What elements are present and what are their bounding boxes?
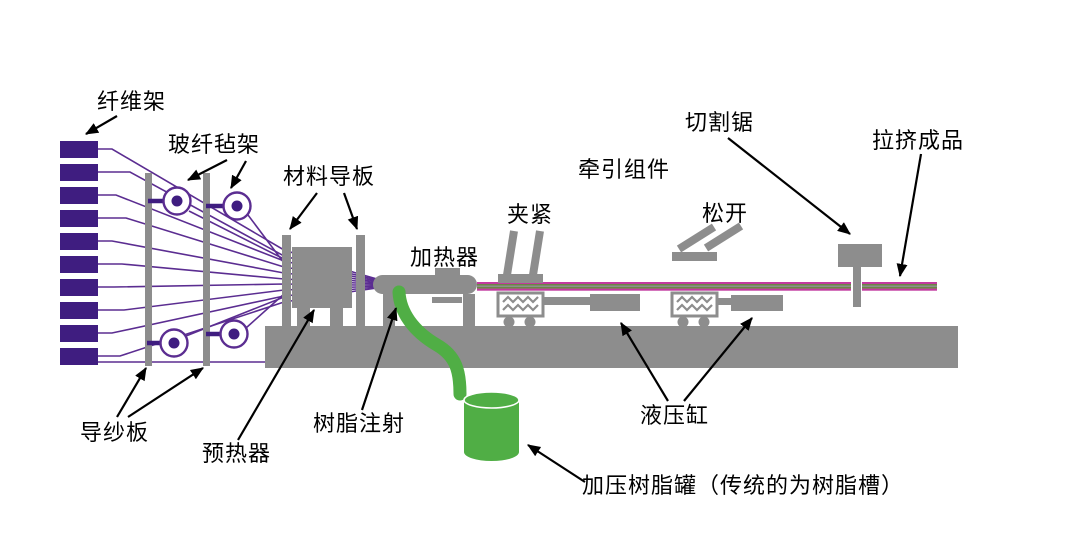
annotation-arrows bbox=[85, 115, 923, 483]
product-line bbox=[477, 282, 937, 291]
preheater-block bbox=[292, 247, 352, 326]
label-cutting-saw: 切割锯 bbox=[685, 110, 755, 135]
hydraulic-cylinder-1 bbox=[543, 294, 640, 311]
resin-tube bbox=[392, 285, 467, 401]
saw-blade bbox=[853, 267, 861, 307]
saw-head bbox=[838, 244, 882, 267]
hydraulic-cylinder-2 bbox=[717, 295, 783, 311]
cutting-saw bbox=[838, 244, 882, 307]
resin-tank bbox=[463, 391, 520, 461]
product-line-left-segment bbox=[477, 282, 851, 291]
glass-mat-rolls bbox=[147, 186, 252, 358]
label-yarn-guide-plate: 导纱板 bbox=[80, 420, 150, 445]
label-glass-mat-rack: 玻纤毡架 bbox=[168, 132, 261, 157]
heater-body bbox=[373, 268, 477, 326]
label-fiber-rack: 纤维架 bbox=[97, 89, 167, 114]
label-resin-injection: 树脂注射 bbox=[313, 411, 406, 436]
label-release: 松开 bbox=[702, 201, 749, 226]
label-preheater: 预热器 bbox=[202, 441, 272, 466]
product-line-right-segment bbox=[862, 282, 937, 291]
label-hydraulic-cylinder: 液压缸 bbox=[640, 403, 710, 428]
yarn-guide-plates bbox=[145, 173, 210, 366]
material-guide-plates bbox=[282, 235, 365, 326]
fiber-rack-blocks bbox=[60, 141, 98, 365]
label-heater: 加热器 bbox=[410, 245, 480, 270]
release-cart bbox=[670, 222, 744, 328]
clamp-cart bbox=[496, 230, 545, 328]
label-pulling-assembly: 牵引组件 bbox=[578, 157, 671, 182]
label-clamp: 夹紧 bbox=[507, 202, 554, 227]
label-resin-tank: 加压树脂罐（传统的为树脂槽） bbox=[582, 473, 905, 498]
machine-base bbox=[265, 326, 958, 368]
label-material-guide: 材料导板 bbox=[283, 164, 376, 189]
label-pultruded-product: 拉挤成品 bbox=[872, 128, 965, 153]
